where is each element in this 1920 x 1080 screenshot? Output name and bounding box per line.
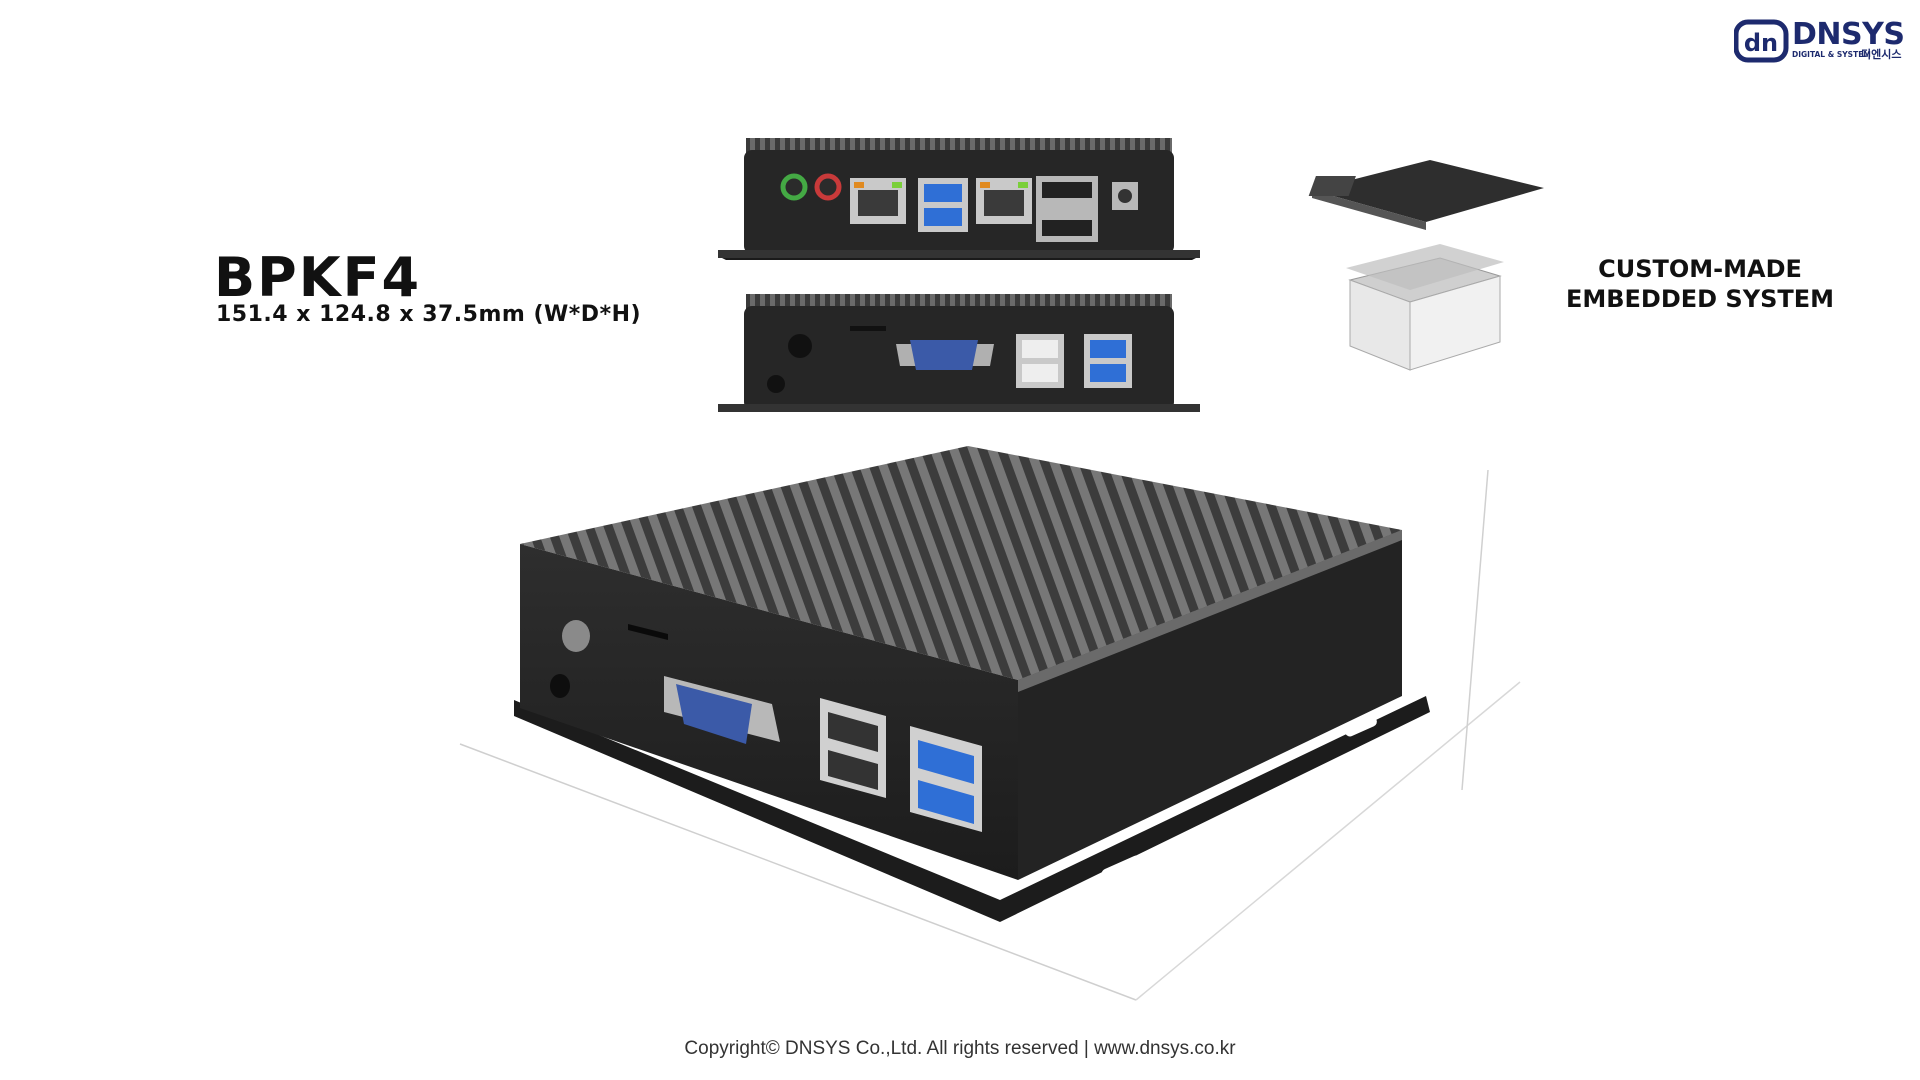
lan-port-2 (976, 178, 1032, 224)
power-button-3d (562, 620, 590, 652)
usb3-ports-rear (918, 178, 968, 232)
rear-panel-view (718, 138, 1200, 260)
dnsys-logo-icon: dn (1734, 19, 1789, 63)
brand-name: DNSYS (1792, 17, 1905, 52)
dc-power-jack (1112, 182, 1138, 210)
power-button (788, 334, 812, 358)
usb2-ports-3d (820, 698, 886, 798)
lan-port-1 (850, 178, 906, 224)
led-3d (550, 674, 570, 698)
footer-copyright: Copyright© DNSYS Co.,Ltd. All rights res… (684, 1038, 1236, 1059)
main-product-render (459, 446, 1521, 1001)
hdmi-displayport (1036, 176, 1098, 242)
mic-in-jack (814, 173, 842, 201)
feature-label: CUSTOM-MADE EMBEDDED SYSTEM (1530, 254, 1870, 314)
usb2-ports-front (1016, 334, 1064, 388)
serial-com-port-front (896, 340, 994, 370)
front-panel-view (718, 294, 1200, 412)
brand-korean-name: 디엔시스 (1861, 48, 1902, 61)
audio-out-jack (780, 173, 808, 201)
exploded-view (1308, 160, 1544, 371)
svg-text:dn: dn (1744, 29, 1778, 57)
product-model-title: BPKF4 (214, 246, 422, 309)
feature-label-line2: EMBEDDED SYSTEM (1565, 285, 1835, 313)
serial-com-port-3d (664, 676, 780, 744)
usb3-ports-front (1084, 334, 1132, 388)
product-dimensions: 151.4 x 124.8 x 37.5mm (W*D*H) (216, 302, 642, 327)
sim-slot-3d (628, 624, 668, 640)
brand-tagline: DIGITAL & SYSTEM (1792, 50, 1871, 59)
front-led (767, 375, 785, 393)
usb3-ports-3d (910, 726, 982, 832)
sim-slot (850, 326, 886, 331)
feature-label-line1: CUSTOM-MADE (1598, 255, 1802, 283)
brand-logo: dn DNSYS DIGITAL & SYSTEM 디엔시스 (1734, 18, 1909, 64)
